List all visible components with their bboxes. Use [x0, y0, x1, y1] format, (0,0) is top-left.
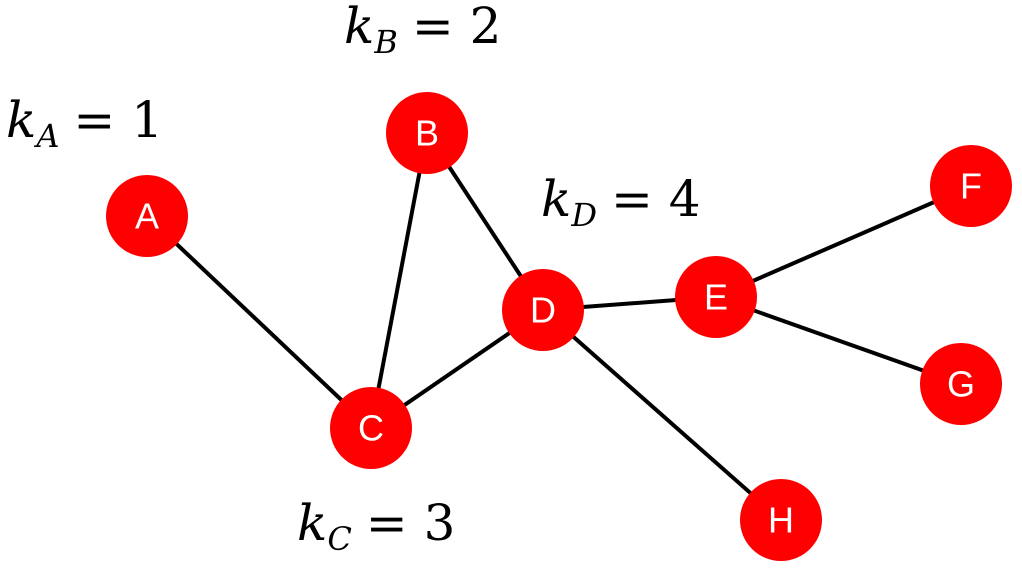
degree-label-d: kD = 4: [541, 170, 701, 234]
nodes-layer: A B C D E F G H: [106, 92, 1012, 561]
node-a-circle: [106, 175, 188, 257]
node-b-label: B: [415, 113, 439, 154]
node-b: B: [386, 92, 468, 174]
node-c-label: C: [358, 408, 384, 449]
degree-label-b-eq: = 2: [412, 0, 502, 55]
edge-b-c: [369, 132, 429, 429]
node-g-label: G: [947, 364, 975, 405]
node-g: G: [920, 343, 1002, 425]
edge-e-g: [715, 295, 962, 386]
edge-a-c: [145, 214, 373, 430]
degree-label-c-var: k: [297, 494, 327, 552]
node-c-circle: [330, 387, 412, 469]
node-e: E: [675, 256, 757, 338]
degree-label-c-eq: = 3: [366, 494, 456, 552]
degree-label-c: kC = 3: [297, 494, 455, 558]
node-g-circle: [920, 343, 1002, 425]
degree-label-b-var: k: [344, 0, 374, 55]
degree-label-c-sub: C: [327, 520, 351, 558]
node-h: H: [740, 479, 822, 561]
node-f-label: F: [960, 166, 982, 207]
degree-label-d-eq: = 4: [611, 170, 701, 228]
edge-e-f: [715, 184, 972, 299]
node-h-circle: [740, 479, 822, 561]
degree-label-b: kB = 2: [344, 0, 501, 61]
degree-label-b-sub: B: [373, 23, 398, 61]
degree-label-a-var: k: [6, 91, 36, 149]
node-a: A: [106, 175, 188, 257]
node-c: C: [330, 387, 412, 469]
node-f-circle: [930, 145, 1012, 227]
node-h-label: H: [768, 500, 794, 541]
degree-label-d-sub: D: [570, 196, 597, 234]
node-d-label: D: [530, 290, 556, 331]
node-f: F: [930, 145, 1012, 227]
edge-d-h: [541, 308, 783, 522]
node-d: D: [502, 269, 584, 351]
node-e-label: E: [704, 277, 728, 318]
degree-label-a-sub: A: [33, 117, 59, 155]
degree-label-a-eq: = 1: [73, 91, 163, 149]
node-a-label: A: [135, 196, 159, 237]
degree-label-a: kA = 1: [6, 91, 163, 155]
degree-label-d-var: k: [541, 170, 571, 228]
node-b-circle: [386, 92, 468, 174]
node-e-circle: [675, 256, 757, 338]
node-d-circle: [502, 269, 584, 351]
